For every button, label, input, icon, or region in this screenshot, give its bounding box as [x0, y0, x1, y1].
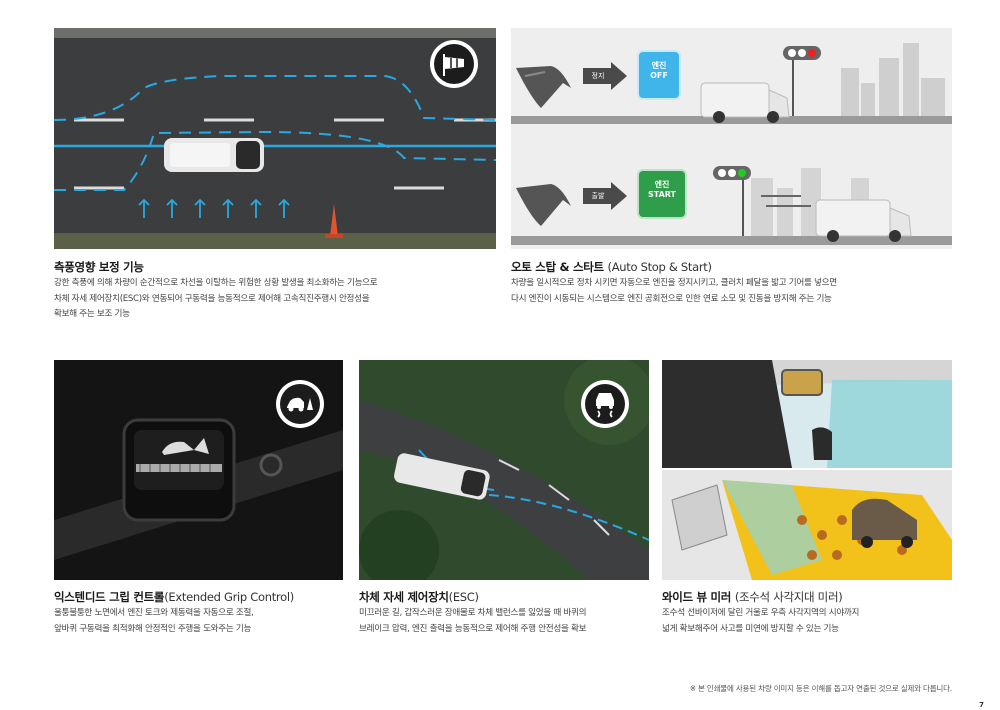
engine-start-box: 엔진 START: [647, 180, 677, 199]
esc-description: 미끄러운 길, 갑작스러운 장애물로 차체 밸런스를 잃었을 때 바퀴의 브레이…: [359, 608, 587, 634]
auto-stop-start-image: 정지 엔진 OFF 출발 엔진 START: [511, 28, 952, 249]
skid-control-icon: [581, 380, 629, 428]
grip-control-icon: [276, 380, 324, 428]
wide-view-mirror-title: 와이드 뷰 미러 (조수석 사각지대 미러): [662, 590, 843, 604]
crosswind-caption: 측풍영향 보정 기능 강한 측풍에 의해 차량이 순간적으로 차선을 이탈하는 …: [54, 259, 499, 323]
crosswind-title: 측풍영향 보정 기능: [54, 260, 144, 274]
disclaimer-footnote: ※ 본 인쇄물에 사용된 차량 이미지 등은 이해를 돕고자 연출된 것으로 실…: [689, 684, 952, 693]
crosswind-description: 강한 측풍에 의해 차량이 순간적으로 차선을 이탈하는 위험한 상황 발생을 …: [54, 278, 378, 319]
auto-stop-start-title: 오토 스탑 & 스타트 (Auto Stop & Start): [511, 260, 712, 274]
crosswind-image: [54, 28, 496, 249]
grip-control-caption: 익스텐디드 그립 컨트롤(Extended Grip Control) 울퉁불퉁…: [54, 589, 354, 637]
auto-stop-start-description: 차량을 일시적으로 정차 시키면 자동으로 엔진을 정지시키고, 클러치 페달을…: [511, 278, 837, 304]
stop-arrow-label: 정지: [591, 72, 605, 80]
page-number: 7: [979, 701, 984, 709]
grip-control-description: 울퉁불퉁한 노면에서 엔진 토크와 제동력을 자동으로 조절, 앞바퀴 구동력을…: [54, 608, 254, 634]
start-arrow-label: 출발: [591, 192, 605, 200]
esc-image: [359, 360, 649, 580]
wide-view-mirror-description: 조수석 선바이저에 달린 거울로 우측 사각지역의 시야까지 넓게 확보해주어 …: [662, 608, 860, 634]
grip-control-image: [54, 360, 343, 580]
esc-title: 차체 자세 제어장치(ESC): [359, 590, 479, 604]
grip-control-title: 익스텐디드 그립 컨트롤(Extended Grip Control): [54, 590, 294, 604]
crosswind-windsock-icon: [430, 40, 478, 88]
esc-caption: 차체 자세 제어장치(ESC) 미끄러운 길, 갑작스러운 장애물로 차체 밸런…: [359, 589, 659, 637]
wide-view-mirror-caption: 와이드 뷰 미러 (조수석 사각지대 미러) 조수석 선바이저에 달린 거울로 …: [662, 589, 962, 637]
engine-off-box: 엔진 OFF: [650, 61, 668, 80]
auto-stop-start-caption: 오토 스탑 & 스타트 (Auto Stop & Start) 차량을 일시적으…: [511, 259, 956, 307]
wide-view-mirror-image: [662, 360, 952, 580]
